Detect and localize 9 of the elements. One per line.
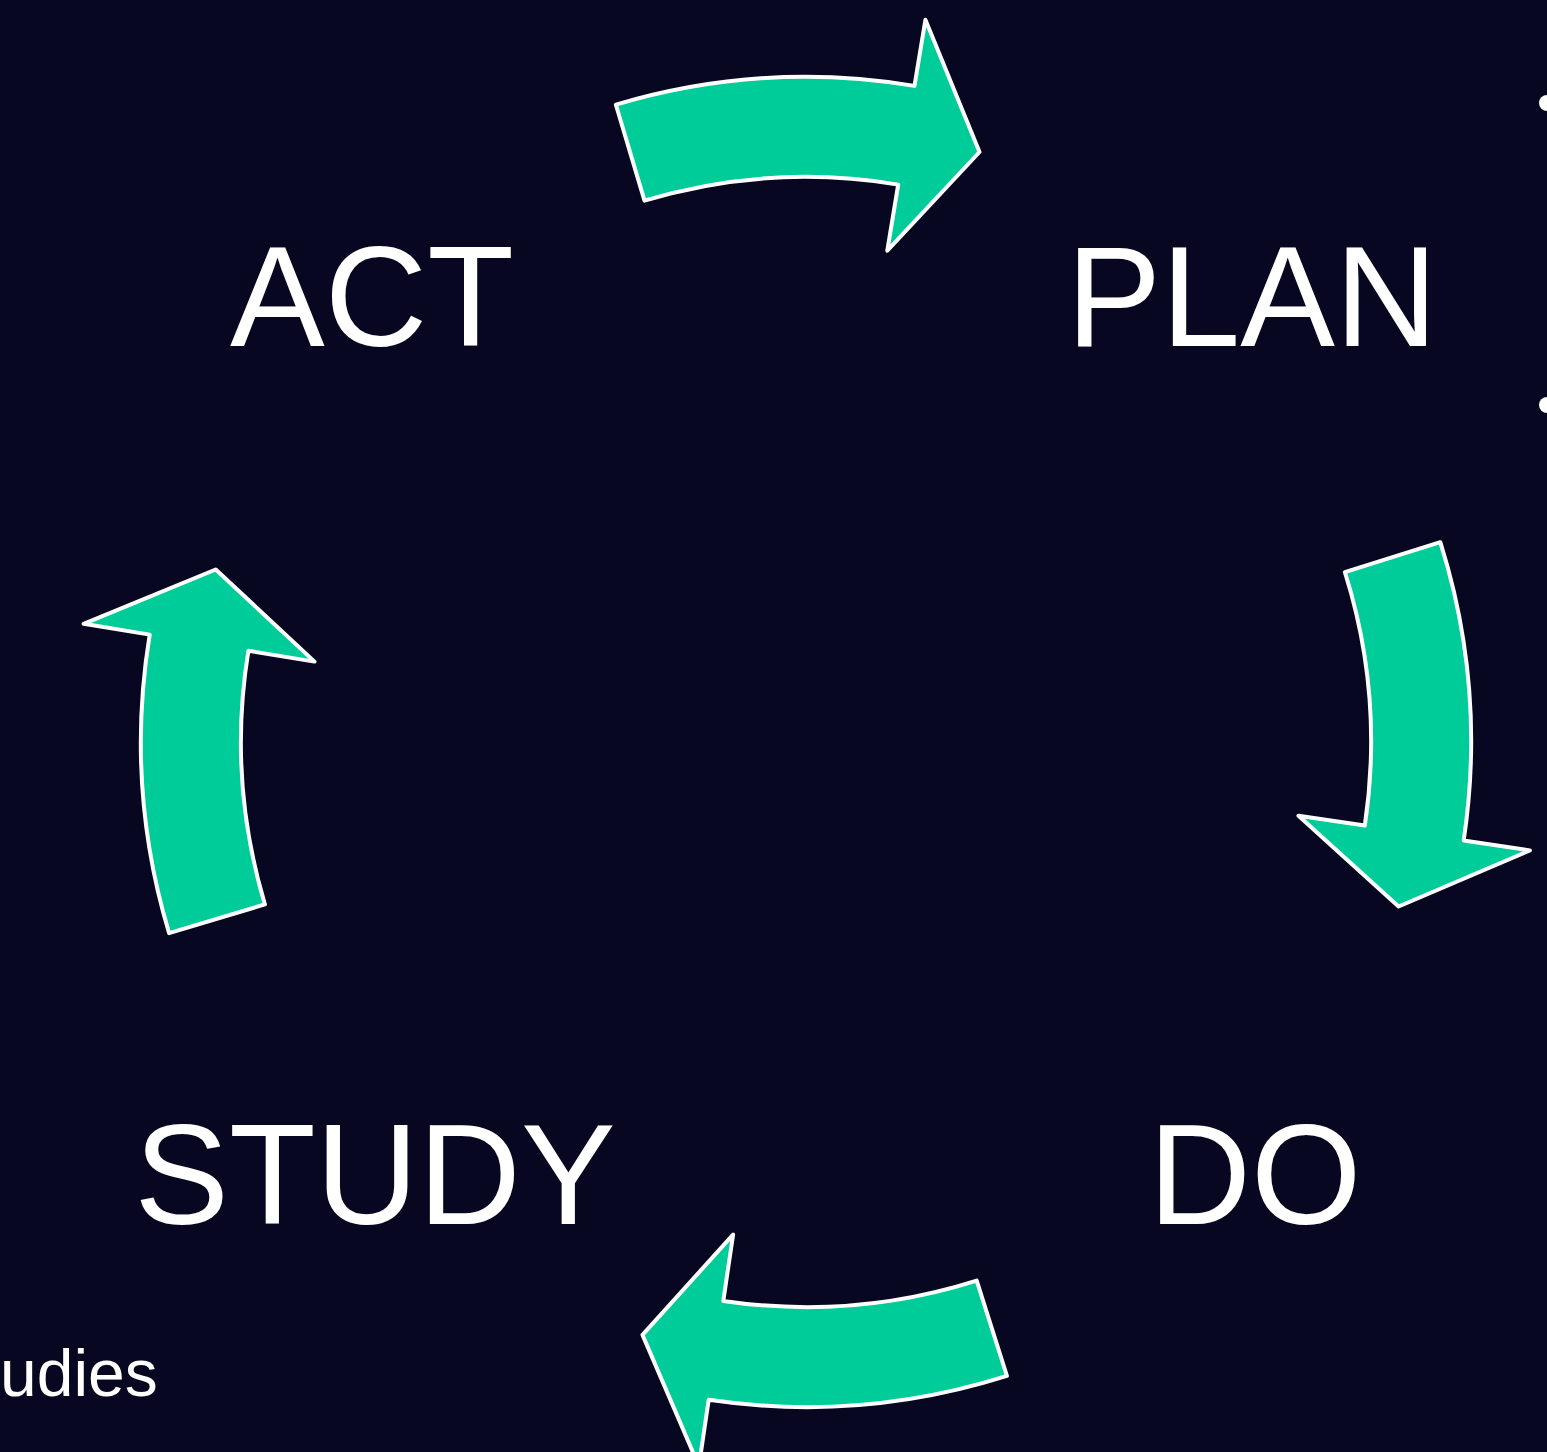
curved-arrow: [640, 1232, 1009, 1452]
curved-arrow: [81, 567, 317, 936]
partial-text: udies: [0, 1340, 158, 1406]
stage-label: ACT: [230, 226, 514, 368]
curved-arrow: [613, 17, 982, 253]
stage-label: STUDY: [134, 1104, 616, 1246]
stage-label: DO: [1148, 1104, 1362, 1246]
stage-label: PLAN: [1066, 226, 1438, 368]
curved-arrow: [1296, 540, 1532, 909]
